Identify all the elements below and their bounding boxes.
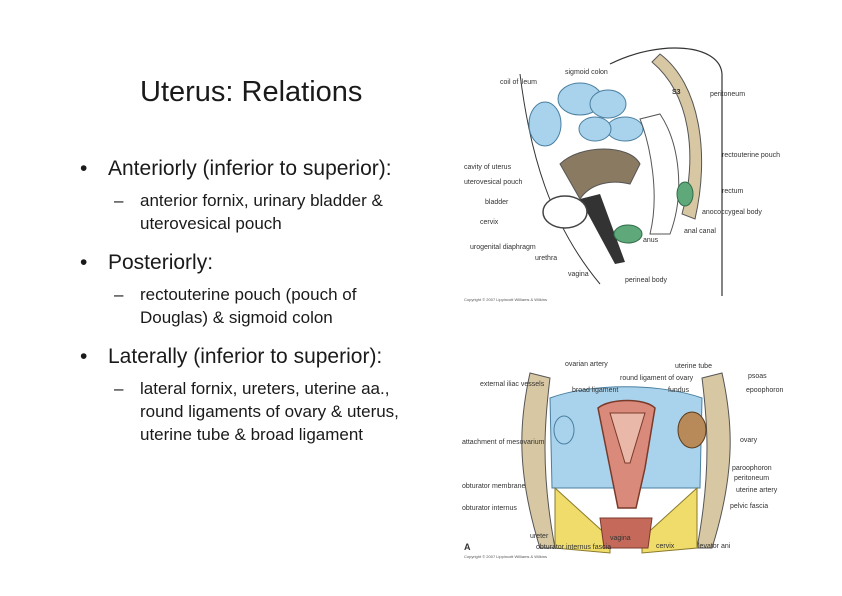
label-ovary: ovary bbox=[740, 437, 758, 444]
label-vagina: vagina bbox=[568, 271, 589, 278]
label-ovarian-artery: ovarian artery bbox=[565, 361, 608, 368]
bullet-posteriorly: • Posteriorly: bbox=[78, 249, 418, 277]
bullet-text: Anteriorly (inferior to superior): bbox=[108, 157, 392, 180]
label-epoophoron: epoophoron bbox=[746, 387, 783, 394]
label-anal-canal: anal canal bbox=[684, 228, 716, 235]
label-sigmoid-colon: sigmoid colon bbox=[565, 69, 608, 76]
rectum bbox=[639, 113, 680, 235]
sub-bullet-text: lateral fornix, ureters, uterine aa., ro… bbox=[140, 379, 399, 444]
label-obturator-internus: obturator internus bbox=[462, 505, 517, 512]
bullet-dot: • bbox=[80, 251, 88, 274]
sigmoid-colon bbox=[557, 82, 644, 142]
bullet-laterally: • Laterally (inferior to superior): bbox=[78, 343, 418, 371]
uterine-cavity bbox=[609, 412, 646, 464]
copyright-bottom: Copyright © 2007 Lippincott Williams & W… bbox=[464, 554, 547, 559]
dash-marker: – bbox=[114, 379, 124, 398]
label-peritoneum: peritoneum bbox=[710, 91, 745, 98]
vagina bbox=[599, 517, 653, 549]
label-bladder: bladder bbox=[485, 199, 509, 206]
vagina-wall bbox=[580, 194, 625, 264]
label-external-iliac-vessels: external iliac vessels bbox=[480, 381, 545, 388]
label-obturator-membrane: obturator membrane bbox=[462, 483, 526, 490]
label-obturator-internus-fascia: obturator internus fascia bbox=[536, 544, 611, 551]
bullet-list: •Anteriorly (inferior to superior): –ant… bbox=[78, 155, 418, 460]
coil-of-ileum bbox=[528, 101, 562, 147]
label-perineal-body: perineal body bbox=[625, 277, 668, 284]
sagittal-section-figure: coil of ileum sigmoid colon S3 peritoneu… bbox=[460, 34, 790, 306]
label-urogenital-diaphragm: urogenital diaphragm bbox=[470, 244, 536, 251]
ovary-right bbox=[677, 411, 707, 449]
label-psoas: psoas bbox=[748, 373, 767, 380]
body-outline bbox=[609, 47, 723, 296]
slide-title: Uterus: Relations bbox=[140, 76, 363, 108]
dash-marker: – bbox=[114, 285, 124, 304]
label-urethra: urethra bbox=[535, 255, 557, 262]
label-coil-of-ileum: coil of ileum bbox=[500, 79, 537, 86]
label-rectum: rectum bbox=[722, 188, 744, 195]
label-rectouterine-pouch: rectouterine pouch bbox=[722, 152, 780, 159]
coronal-section-figure: ovarian artery uterine tube round ligame… bbox=[460, 358, 790, 562]
body-outline bbox=[519, 73, 601, 285]
perineal-body bbox=[613, 224, 643, 244]
label-paroophoron: paroophoron bbox=[732, 465, 772, 472]
bullet-text: Laterally (inferior to superior): bbox=[108, 345, 383, 368]
fat-left bbox=[554, 486, 611, 554]
sagittal-diagram: coil of ileum sigmoid colon S3 peritoneu… bbox=[464, 47, 780, 302]
label-uterine-artery: uterine artery bbox=[736, 487, 778, 494]
fat-right bbox=[641, 486, 698, 554]
bullet-text: Posteriorly: bbox=[108, 251, 214, 274]
copyright-top: Copyright © 2007 Lippincott Williams & W… bbox=[464, 297, 547, 302]
bullet-anteriorly: • Anteriorly (inferior to superior): bbox=[78, 155, 418, 183]
dash-marker: – bbox=[114, 191, 124, 210]
label-uterine-tube: uterine tube bbox=[675, 363, 712, 370]
label-ureter: ureter bbox=[530, 533, 549, 540]
sub-bullet-laterally: –lateral fornix, ureters, uterine aa., r… bbox=[78, 377, 418, 446]
label-panel-letter: A bbox=[464, 542, 471, 552]
label-peritoneum: peritoneum bbox=[734, 475, 769, 482]
sub-bullet-text: anterior fornix, urinary bladder & utero… bbox=[140, 191, 383, 233]
sacrum bbox=[651, 53, 703, 220]
label-round-ligament-of-ovary: round ligament of ovary bbox=[620, 375, 694, 382]
bladder bbox=[542, 195, 588, 229]
coronal-diagram: ovarian artery uterine tube round ligame… bbox=[462, 361, 783, 559]
label-s3: S3 bbox=[672, 89, 681, 96]
bullet-dot: • bbox=[80, 345, 88, 368]
sub-bullet-posteriorly: –rectouterine pouch (pouch of Douglas) &… bbox=[78, 283, 418, 329]
ovary-left bbox=[553, 415, 575, 445]
label-cervix: cervix bbox=[656, 543, 675, 550]
label-broad-ligament: broad ligament bbox=[572, 387, 618, 394]
sub-bullet-anteriorly: –anterior fornix, urinary bladder & uter… bbox=[78, 189, 418, 235]
label-attachment-of-mesovarium: attachment of mesovarium bbox=[462, 439, 545, 446]
label-cervix: cervix bbox=[480, 219, 499, 226]
label-fundus: fundus bbox=[668, 387, 690, 394]
sub-bullet-text: rectouterine pouch (pouch of Douglas) & … bbox=[140, 285, 357, 327]
label-levator-ani: levator ani bbox=[698, 543, 731, 550]
label-cavity-of-uterus: cavity of uterus bbox=[464, 164, 512, 171]
label-vagina: vagina bbox=[610, 535, 631, 542]
label-uterovesical-pouch: uterovesical pouch bbox=[464, 179, 522, 186]
uterus bbox=[559, 148, 641, 200]
bullet-dot: • bbox=[80, 157, 88, 180]
label-anus: anus bbox=[643, 237, 659, 244]
anococcygeal-body bbox=[676, 181, 694, 207]
label-pelvic-fascia: pelvic fascia bbox=[730, 503, 768, 510]
label-anococcygeal-body: anococcygeal body bbox=[702, 209, 762, 216]
